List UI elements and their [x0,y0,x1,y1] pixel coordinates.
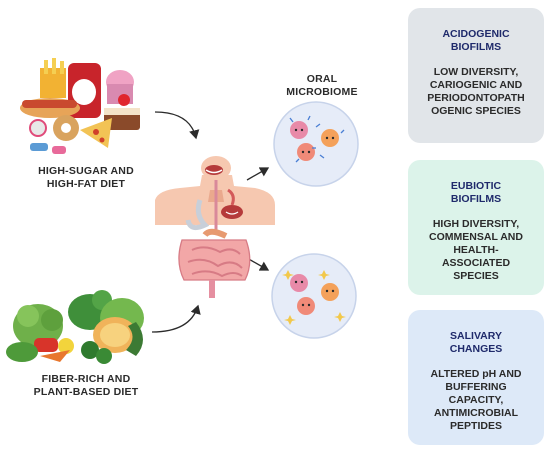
junk-food-illustration [20,58,140,154]
arrow-body-to-bottom-circle [246,257,270,271]
card-title: SALIVARY CHANGES [449,330,503,355]
card-description: HIGH DIVERSITY, COMMENSAL AND HEALTH- AS… [429,218,523,282]
arrow-body-to-top-circle [246,167,270,181]
dysbiotic-microbiome-circle [273,101,359,187]
card-title: EUBIOTIC BIOFILMS [450,180,502,205]
eubiotic-biofilms-card: EUBIOTIC BIOFILMS HIGH DIVERSITY, COMMEN… [408,160,544,295]
card-description: LOW DIVERSITY, CARIOGENIC AND PERIODONTO… [427,66,525,117]
oral-microbiome-label: ORAL MICROBIOME [286,73,358,98]
arrow-junk-to-body [154,111,200,140]
card-title: ACIDOGENIC BIOFILMS [442,28,510,53]
arrow-veg-to-body [151,304,201,333]
high-sugar-diet-label: HIGH-SUGAR AND HIGH-FAT DIET [38,165,134,190]
fiber-rich-diet-label: FIBER-RICH AND PLANT-BASED DIET [33,373,139,398]
acidogenic-biofilms-card: ACIDOGENIC BIOFILMS LOW DIVERSITY, CARIO… [408,8,544,143]
salivary-changes-card: SALIVARY CHANGES ALTERED pH AND BUFFERIN… [408,310,544,445]
eubiotic-microbiome-circle [271,253,357,339]
digestive-system-illustration [155,156,275,298]
vegetables-illustration [6,290,144,364]
card-description: ALTERED pH AND BUFFERING CAPACITY, ANTIM… [430,368,522,432]
